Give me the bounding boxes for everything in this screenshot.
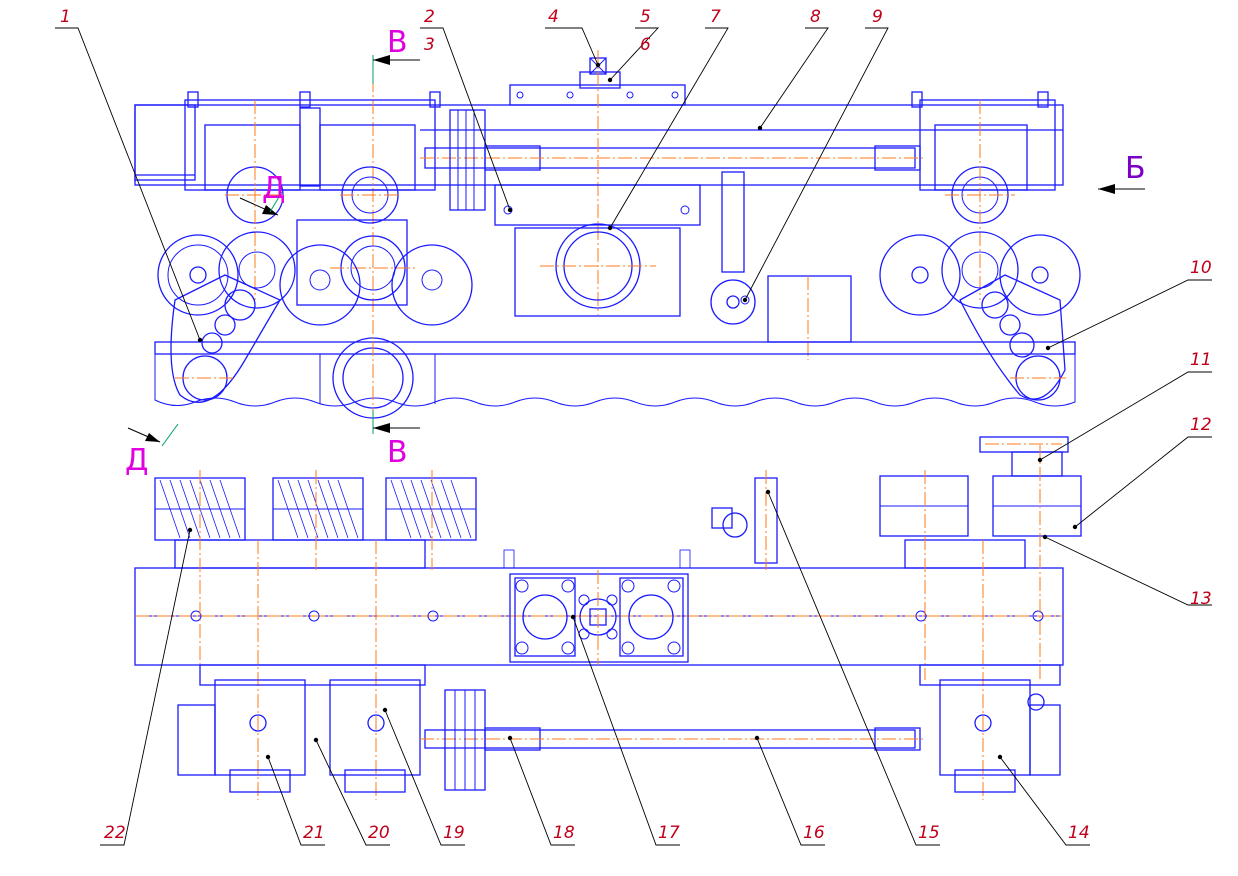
callout-11: 11 [1190, 350, 1212, 370]
callout-21: 21 [303, 823, 325, 843]
callout-numbers: 1 2 3 4 5 6 7 8 9 10 11 12 13 14 15 16 1… [60, 7, 1212, 843]
side-elevation-view [134, 50, 1081, 420]
callout-1: 1 [60, 7, 71, 27]
callout-9: 9 [872, 7, 883, 27]
callout-10: 10 [1190, 258, 1212, 278]
callout-7: 7 [710, 7, 721, 27]
callout-18: 18 [553, 823, 575, 843]
callout-12: 12 [1190, 415, 1212, 435]
callout-2: 2 [424, 7, 435, 27]
leader-lines [55, 27, 1212, 846]
callout-16: 16 [803, 823, 825, 843]
section-label-d-bottom: Д [125, 443, 148, 478]
callout-22: 22 [104, 823, 126, 843]
callout-17: 17 [658, 823, 680, 843]
callout-20: 20 [368, 823, 390, 843]
callout-3: 3 [424, 35, 435, 55]
callout-14: 14 [1068, 823, 1090, 843]
callout-5: 5 [640, 7, 651, 27]
callout-15: 15 [918, 823, 940, 843]
section-marks [127, 55, 1145, 447]
section-label-b-top: В [387, 25, 408, 60]
callout-4: 4 [548, 7, 559, 27]
section-label-b-right: Б [1125, 151, 1146, 186]
plan-view [134, 436, 1082, 800]
callout-19: 19 [443, 823, 465, 843]
callout-6: 6 [640, 35, 651, 55]
section-label-b-bottom: В [387, 435, 408, 470]
callout-8: 8 [810, 7, 821, 27]
section-label-d-top: Д [262, 171, 285, 206]
callout-13: 13 [1190, 589, 1212, 609]
